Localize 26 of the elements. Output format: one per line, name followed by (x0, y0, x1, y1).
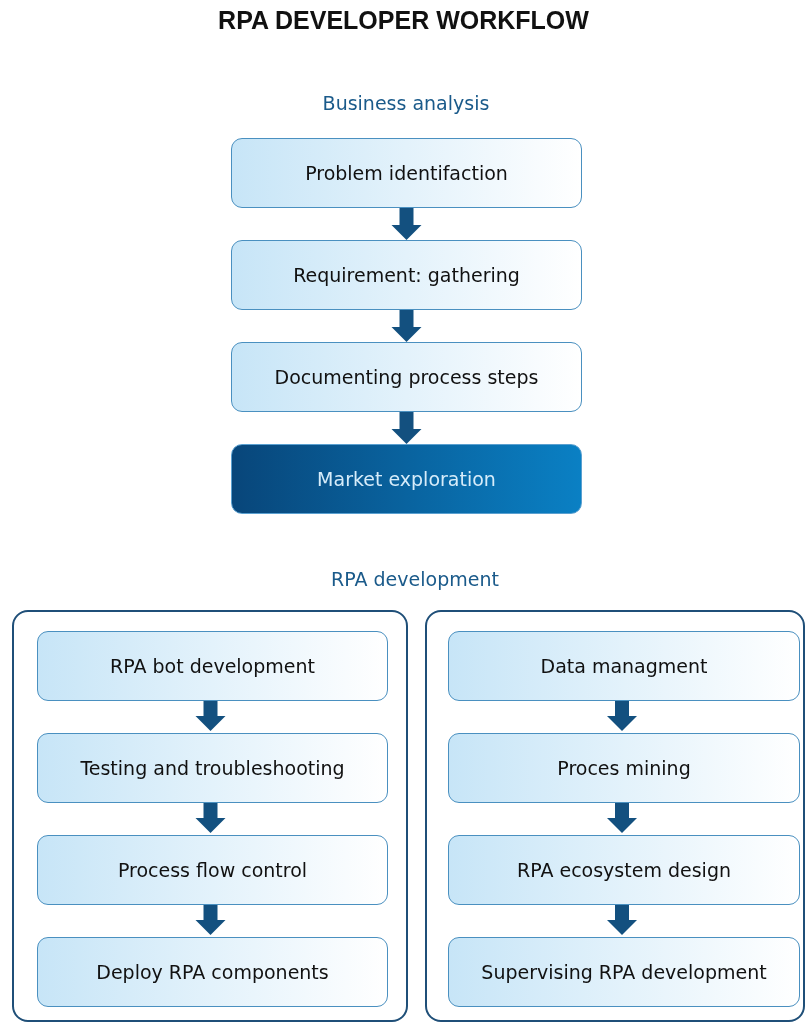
process-box: RPA ecosystem design (448, 835, 800, 905)
process-box: RPA bot development (37, 631, 388, 701)
process-box: Proces mining (448, 733, 800, 803)
arrow (607, 801, 637, 833)
arrow (195, 903, 226, 935)
diagram-title: RPA DEVELOPER WORKFLOW (217, 6, 590, 35)
process-box: Process flow control (37, 835, 388, 905)
arrow (607, 903, 637, 935)
process-box: Requirement: gathering (231, 240, 582, 310)
section-heading: RPA development (330, 568, 500, 590)
process-box: Testing and troubleshooting (37, 733, 388, 803)
group-panel (425, 610, 805, 1022)
process-box: Problem identifaction (231, 138, 582, 208)
arrow (195, 801, 226, 833)
arrow (391, 208, 422, 240)
arrow (195, 699, 226, 731)
section-heading: Business analysis (321, 92, 491, 114)
arrow (607, 699, 637, 731)
process-box: Market exploration (231, 444, 582, 514)
arrow (391, 412, 422, 444)
process-box: Deploy RPA components (37, 937, 388, 1007)
process-box: Data managment (448, 631, 800, 701)
group-panel (12, 610, 408, 1022)
process-box: Documenting process steps (231, 342, 582, 412)
process-box: Supervising RPA development (448, 937, 800, 1007)
arrow (391, 310, 422, 342)
